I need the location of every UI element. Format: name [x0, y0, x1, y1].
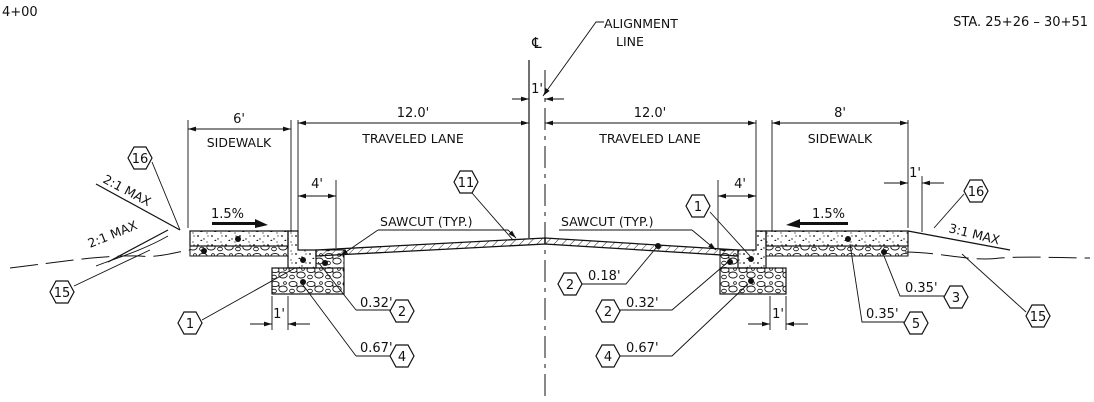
cl-offset-dim: 1'	[531, 82, 543, 97]
callout-2-left: 2 0.32'	[317, 261, 415, 323]
station-range-label: STA. 25+26 – 30+51	[953, 15, 1088, 30]
sawcut-leader-left	[339, 229, 379, 257]
svg-text:16: 16	[132, 152, 149, 167]
gutter-dim-right: 4'	[734, 177, 746, 192]
existing-ground-right	[904, 251, 1091, 260]
rebar-dot	[300, 279, 306, 285]
dim-032-left: 0.32'	[360, 296, 393, 311]
alignment-leader	[542, 21, 604, 97]
sidewalk-slab-right	[765, 230, 909, 247]
sawcut-label-left: SAWCUT (TYP.)	[380, 214, 472, 229]
rebar-dot	[201, 248, 207, 254]
sidewalk-width-left: 6'	[233, 112, 245, 127]
alignment-line-label: ALIGNMENT	[604, 16, 678, 31]
callout-15-right: 15	[961, 253, 1051, 328]
lane-label-left: TRAVELED LANE	[361, 131, 464, 146]
base-offset-left: 1'	[273, 307, 285, 322]
backslope-right	[907, 230, 1011, 251]
sidewalk-label-left: SIDEWALK	[207, 135, 272, 150]
lane-label-right: TRAVELED LANE	[598, 131, 701, 146]
station-label-left: 4+00	[2, 5, 38, 20]
dim-067-left: 0.67'	[360, 341, 393, 356]
lane-width-right: 12.0'	[634, 106, 667, 121]
base-offset-right: 1'	[772, 307, 784, 322]
backslope-left-upper	[95, 183, 181, 231]
svg-text:2: 2	[604, 305, 612, 320]
svg-text:1: 1	[694, 200, 702, 215]
dim-035-right-b: 0.35'	[866, 307, 899, 322]
sidewalk-slope-right: 1.5%	[812, 207, 845, 222]
backslope-label-left-lower: 2:1 MAX	[86, 217, 140, 251]
svg-text:15: 15	[54, 286, 71, 301]
svg-text:4: 4	[604, 350, 612, 365]
slope-arrow-right	[786, 219, 848, 228]
callout-16-left: 16	[127, 146, 181, 231]
svg-text:11: 11	[458, 176, 475, 191]
svg-text:1: 1	[186, 317, 194, 332]
sidewalk-slope-left: 1.5%	[211, 207, 244, 222]
curb-base-left	[271, 267, 345, 295]
rebar-dot	[845, 236, 851, 242]
svg-text:4: 4	[398, 350, 406, 365]
sawcut-label-right: SAWCUT (TYP.)	[561, 214, 653, 229]
pavement-left	[315, 237, 546, 257]
gutter-dim-left: 4'	[311, 177, 323, 192]
pavement-right	[544, 237, 739, 257]
rebar-dot	[748, 278, 754, 284]
dim-067-right: 0.67'	[626, 341, 659, 356]
callout-5-right: 5 0.35'	[849, 243, 929, 335]
svg-text:3: 3	[952, 291, 960, 306]
callout-11: 11	[453, 170, 514, 241]
rebar-dot	[655, 243, 661, 249]
slope-arrow-left	[212, 219, 268, 228]
centerline-symbol: ℄	[531, 34, 542, 52]
rebar-dot	[748, 256, 754, 262]
rebar-dot	[881, 249, 887, 255]
svg-text:15: 15	[1030, 310, 1047, 325]
lane-width-left: 12.0'	[397, 106, 430, 121]
rebar-dot	[235, 236, 241, 242]
callout-15-left: 15	[49, 249, 151, 304]
dim-018-right: 0.18'	[588, 269, 621, 284]
ground-left-curve	[95, 235, 169, 267]
svg-text:2: 2	[398, 305, 406, 320]
svg-text:2: 2	[566, 278, 574, 293]
callout-1-left: 1	[177, 267, 296, 335]
sawcut-leader-left-2	[507, 229, 517, 239]
callout-3-right: 3 0.35'	[883, 255, 969, 309]
alignment-line-label-2: LINE	[616, 34, 644, 49]
svg-text:5: 5	[912, 317, 920, 332]
sawcut-leader-right	[691, 229, 717, 251]
sidewalk-label-right: SIDEWALK	[808, 131, 873, 146]
curb-right	[737, 230, 767, 269]
callout-4-right: 4 0.67'	[595, 283, 749, 368]
dim-032-right: 0.32'	[626, 296, 659, 311]
callout-1-right: 1	[685, 194, 751, 257]
existing-ground-left	[9, 249, 191, 269]
callout-2-right-bottom: 2 0.32'	[595, 261, 729, 323]
svg-text:16: 16	[968, 185, 985, 200]
backslope-left-lower	[107, 229, 169, 263]
back-offset-right: 1'	[909, 166, 921, 181]
callout-4-left: 4 0.67'	[302, 284, 415, 368]
rebar-dot	[300, 257, 306, 263]
dim-035-right-a: 0.35'	[905, 281, 938, 296]
callout-16-right: 16	[933, 179, 989, 229]
callout-2-right-top: 2 0.18'	[557, 247, 657, 296]
sidewalk-width-right: 8'	[834, 106, 846, 121]
